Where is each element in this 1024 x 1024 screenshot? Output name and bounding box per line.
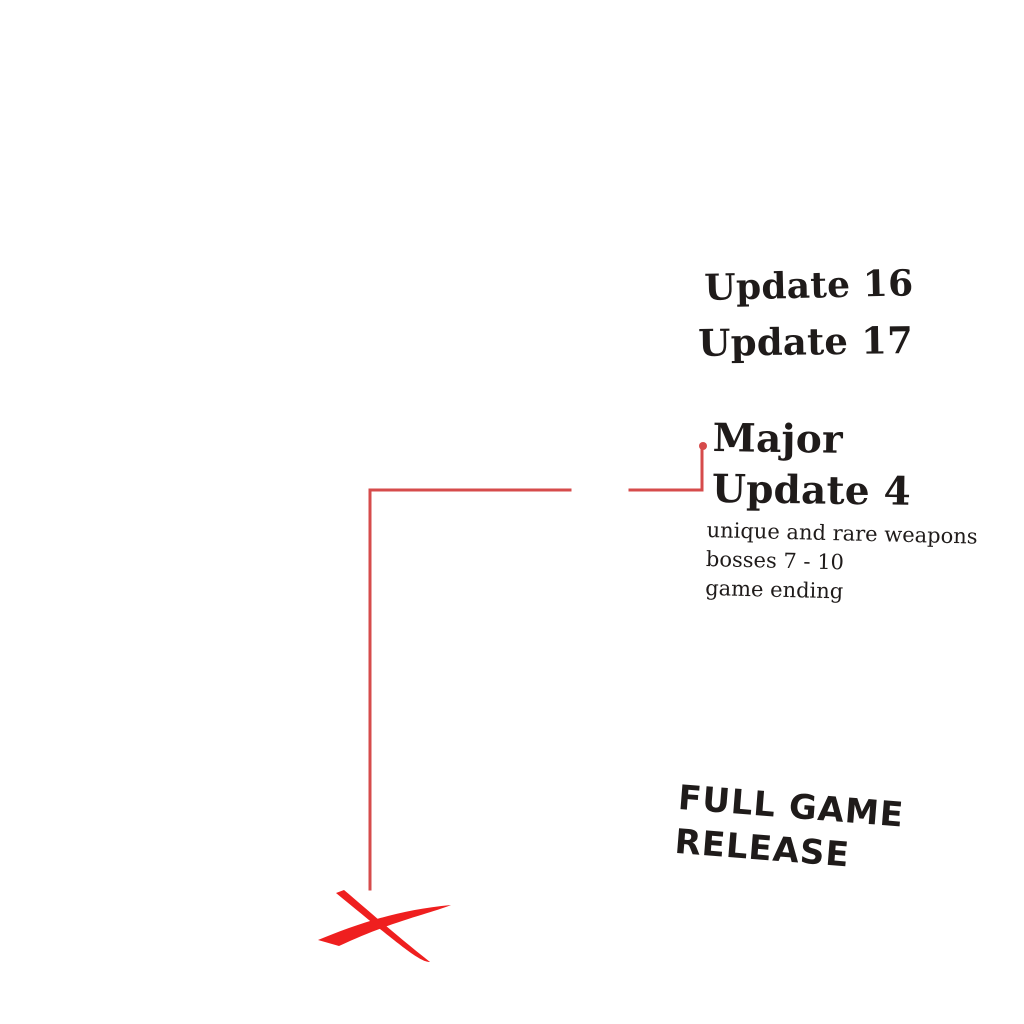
update-16-label: Update 16 (703, 262, 914, 309)
x-mark-icon (318, 890, 451, 962)
major-update-feature-list: unique and rare weapons bosses 7 - 10 ga… (705, 516, 978, 610)
full-game-release-label: FULL GAME RELEASE (673, 777, 906, 876)
route-path (368, 445, 704, 891)
update-17-label: Update 17 (697, 318, 914, 365)
route-dot-icon (699, 442, 707, 450)
feature-game-ending: game ending (704, 575, 844, 604)
major-update-title: Major Update 4 (711, 414, 912, 515)
